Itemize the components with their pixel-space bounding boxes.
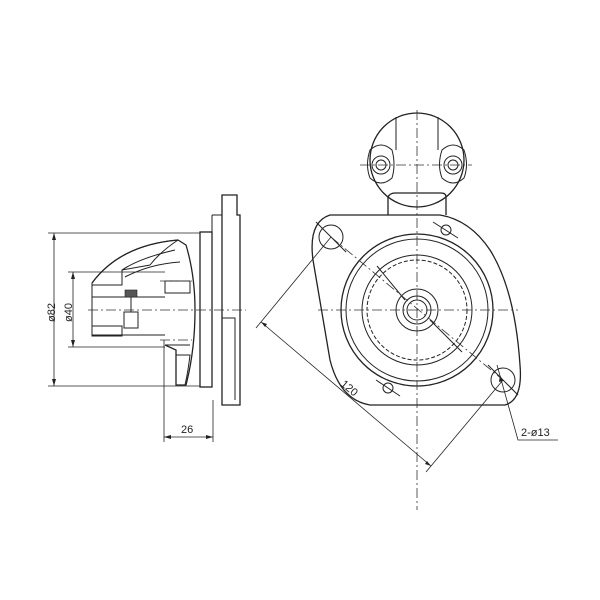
- housing-section-hatch: [91, 239, 179, 286]
- body-ring: [199, 231, 213, 388]
- mounting-flange: [311, 214, 522, 406]
- front-view: 120 2-ø13: [255, 110, 558, 510]
- pinion-key: [123, 311, 139, 329]
- dim-mount-holes-label: 2-ø13: [521, 427, 550, 439]
- dim-pilot-diameter-label: ø40: [63, 303, 75, 322]
- side-view: ø82 ø40 26: [46, 194, 246, 442]
- hole-centerline: [330, 236, 504, 381]
- bushing-section: [164, 280, 191, 294]
- dimension-pilot-length: 26: [163, 340, 214, 442]
- dim-outer-diameter-label: ø82: [46, 303, 58, 322]
- dim-hole-spacing-label: 120: [338, 378, 360, 399]
- dimension-mount-holes: 2-ø13: [496, 364, 558, 441]
- dimension-hole-spacing: 120: [255, 236, 504, 473]
- mount-hole-lower-right: [490, 367, 516, 393]
- dimension-outer-diameter: ø82: [46, 232, 200, 387]
- small-screw-hole-top: [440, 224, 452, 236]
- dim-pilot-length-label: 26: [181, 424, 193, 436]
- solenoid-bolt-hole-left: [371, 155, 391, 175]
- mount-hole-upper-left: [318, 224, 344, 250]
- solenoid-bolt-hole-right: [443, 155, 463, 175]
- seal-ring: [124, 289, 138, 298]
- dimension-pilot-diameter: ø40: [63, 271, 165, 348]
- small-screw-hole-bottom: [382, 382, 394, 394]
- mounting-flange-plate: [221, 194, 241, 406]
- solenoid-neck: [387, 192, 447, 215]
